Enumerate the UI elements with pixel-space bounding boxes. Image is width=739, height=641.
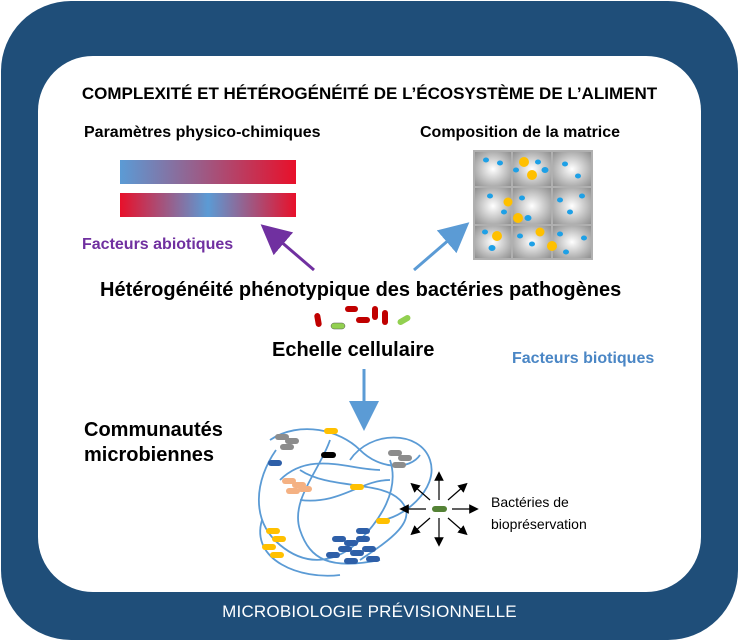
footer-title: MICROBIOLOGIE PRÉVISIONNELLE [222, 602, 517, 621]
matrix-grid-icon [473, 150, 593, 260]
cell-scale-text: Echelle cellulaire [272, 339, 435, 361]
abiotic-label: Facteurs abiotiques [82, 236, 234, 253]
bacteria-icon [314, 306, 411, 330]
physchem-title: Paramètres physico-chimiques [84, 124, 321, 141]
radiating-arrows-icon [399, 471, 479, 547]
gradient-bar-icon [120, 160, 296, 217]
heterogeneity-text: Hétérogénéité phénotypique des bactéries… [100, 279, 622, 301]
communities-text: Communautés microbiennes [84, 419, 223, 466]
main-title: COMPLEXITÉ ET HÉTÉROGÉNÉITÉ DE L’ÉCOSYST… [81, 84, 658, 103]
biotic-label: Facteurs biotiques [512, 350, 655, 367]
matrix-title: Composition de la matrice [420, 124, 621, 141]
bioprotection-text: Bactéries de biopréservation [491, 494, 587, 532]
